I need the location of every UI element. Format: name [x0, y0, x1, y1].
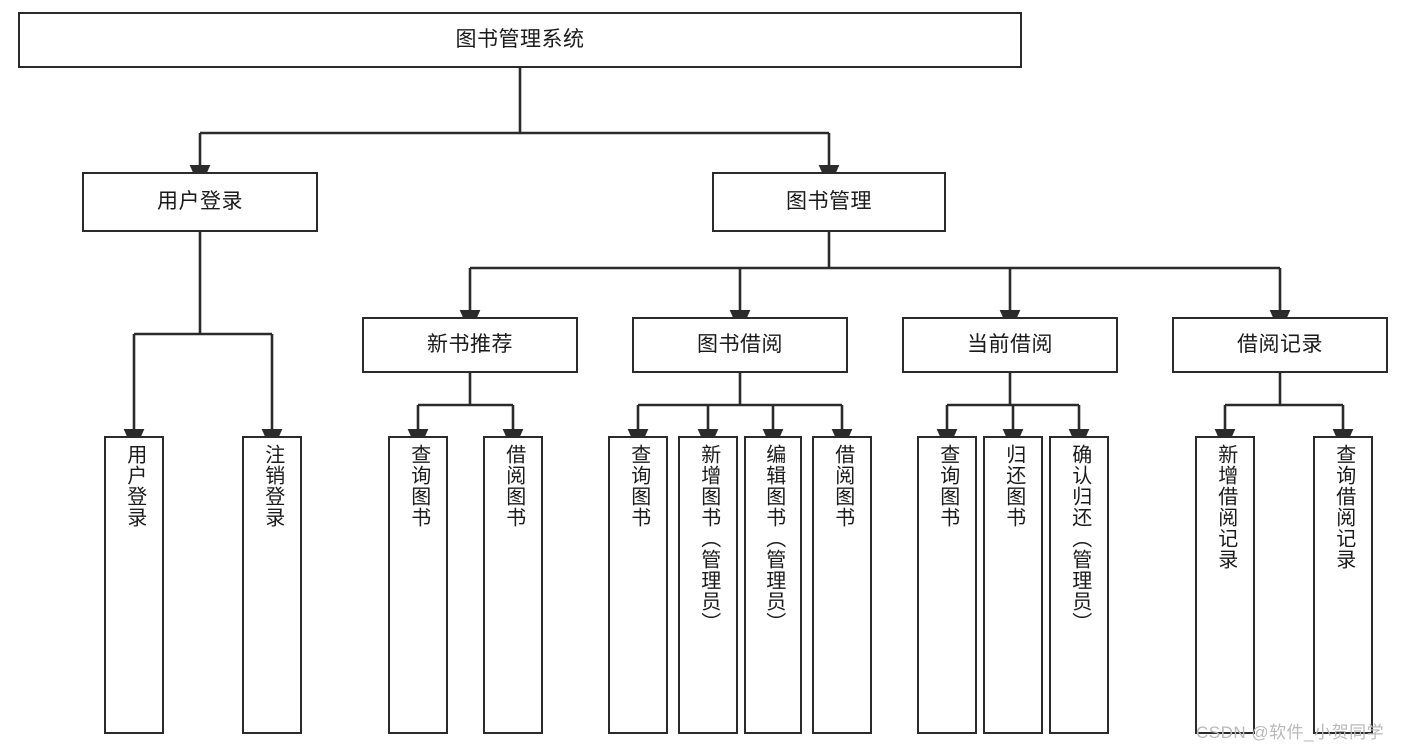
node-label: 确认归还（管理员） [1068, 444, 1091, 633]
node-label: 借阅记录 [1237, 332, 1323, 356]
node-leaf-borrow-book-2[interactable]: 借阅图书 [812, 436, 872, 734]
node-leaf-confirm-return[interactable]: 确认归还（管理员） [1049, 436, 1109, 734]
node-label: 图书借阅 [697, 332, 783, 356]
node-leaf-return-book[interactable]: 归还图书 [983, 436, 1043, 734]
node-label: 查询图书 [407, 444, 430, 528]
node-new-book-rec[interactable]: 新书推荐 [362, 317, 578, 373]
node-root-system[interactable]: 图书管理系统 [18, 12, 1022, 68]
node-label: 用户登录 [123, 444, 146, 528]
node-label: 图书管理 [786, 189, 872, 213]
node-leaf-query-book-1[interactable]: 查询图书 [388, 436, 448, 734]
node-label: 借阅图书 [831, 444, 854, 528]
node-label: 当前借阅 [967, 332, 1053, 356]
node-label: 归还图书 [1002, 444, 1025, 528]
node-book-borrow[interactable]: 图书借阅 [632, 317, 848, 373]
node-label: 图书管理系统 [455, 27, 585, 51]
node-leaf-add-book[interactable]: 新增图书（管理员） [678, 436, 738, 734]
node-label: 注销登录 [261, 444, 284, 528]
node-label: 用户登录 [157, 189, 243, 213]
node-leaf-query-record[interactable]: 查询借阅记录 [1313, 436, 1373, 734]
node-label: 新书推荐 [427, 332, 513, 356]
node-leaf-edit-book[interactable]: 编辑图书（管理员） [744, 436, 802, 734]
node-leaf-query-book-3[interactable]: 查询图书 [917, 436, 977, 734]
node-leaf-user-logout[interactable]: 注销登录 [242, 436, 302, 734]
csdn-watermark: CSDN @软件_小贺同学 [1196, 723, 1385, 742]
node-current-borrow[interactable]: 当前借阅 [902, 317, 1118, 373]
node-leaf-add-record[interactable]: 新增借阅记录 [1195, 436, 1255, 734]
node-leaf-borrow-book-1[interactable]: 借阅图书 [483, 436, 543, 734]
node-label: 查询图书 [627, 444, 650, 528]
node-label: 查询借阅记录 [1332, 444, 1355, 570]
node-label: 新增借阅记录 [1214, 444, 1237, 570]
node-borrow-record[interactable]: 借阅记录 [1172, 317, 1388, 373]
node-label: 查询图书 [936, 444, 959, 528]
node-label: 编辑图书（管理员） [762, 444, 785, 633]
node-user-login[interactable]: 用户登录 [82, 172, 318, 232]
node-label: 借阅图书 [502, 444, 525, 528]
node-book-manage[interactable]: 图书管理 [712, 172, 946, 232]
node-label: 新增图书（管理员） [697, 444, 720, 633]
node-leaf-user-login[interactable]: 用户登录 [104, 436, 164, 734]
node-leaf-query-book-2[interactable]: 查询图书 [608, 436, 668, 734]
